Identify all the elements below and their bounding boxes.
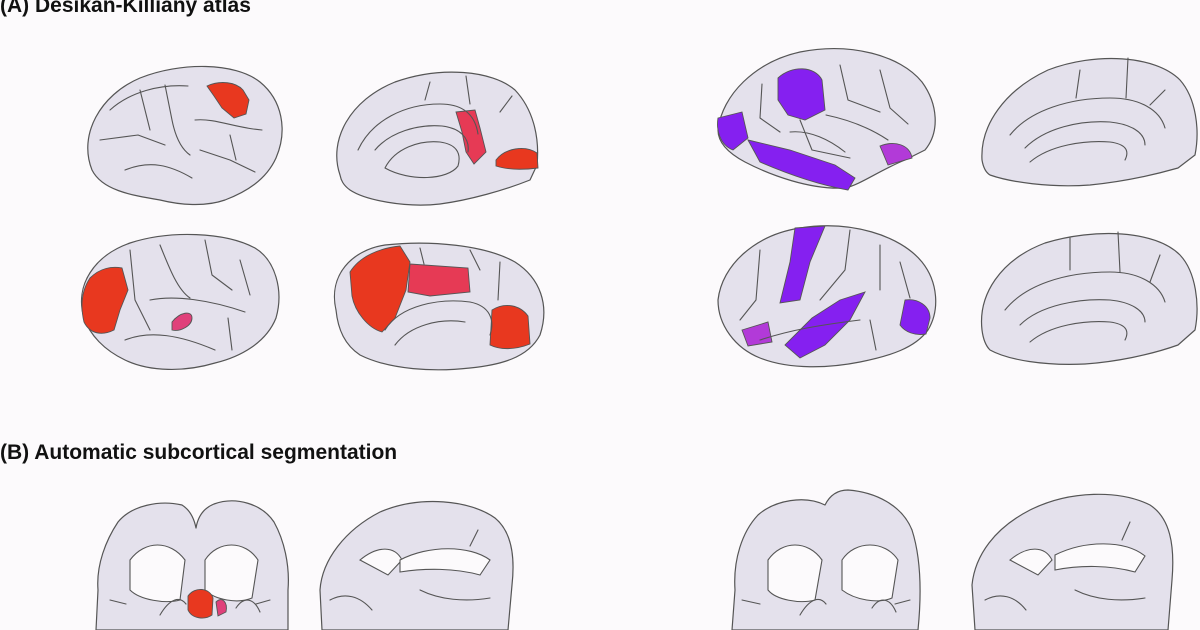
cortex-left-medial-bottom bbox=[333, 242, 545, 371]
sagittal-slice-left bbox=[319, 500, 514, 630]
cortex-left-lateral-bottom bbox=[80, 233, 280, 370]
cortex-right-medial-bottom bbox=[980, 231, 1198, 365]
highlight-region bbox=[879, 143, 913, 166]
cortex-right-lateral-top bbox=[717, 48, 936, 191]
highlight-region bbox=[495, 148, 539, 170]
highlight-region bbox=[171, 312, 193, 331]
highlight-region bbox=[206, 82, 250, 119]
panel-b-heading: (B) Automatic subcortical segmentation bbox=[0, 441, 398, 464]
highlight-region bbox=[489, 305, 531, 350]
sagittal-slice-right bbox=[971, 493, 1174, 630]
cortex-left-medial-top bbox=[336, 71, 539, 206]
highlight-region bbox=[349, 245, 411, 333]
highlight-region bbox=[215, 599, 227, 617]
cortex-right-lateral-bottom bbox=[717, 225, 937, 368]
cortex-right-medial-top bbox=[981, 57, 1198, 187]
highlight-region bbox=[717, 111, 749, 151]
highlight-region bbox=[747, 139, 856, 191]
highlight-region bbox=[407, 263, 471, 297]
coronal-slice-right bbox=[731, 489, 921, 630]
highlight-region bbox=[899, 299, 931, 335]
highlight-region bbox=[779, 225, 826, 304]
coronal-slice-left bbox=[95, 500, 289, 630]
panel-a-heading: (A) Desikan-Killiany atlas bbox=[0, 0, 251, 17]
cortex-left-lateral-top bbox=[87, 65, 283, 206]
highlight-region bbox=[81, 266, 129, 334]
highlight-region bbox=[777, 68, 826, 121]
highlight-region bbox=[741, 321, 773, 347]
highlight-region bbox=[187, 589, 214, 619]
